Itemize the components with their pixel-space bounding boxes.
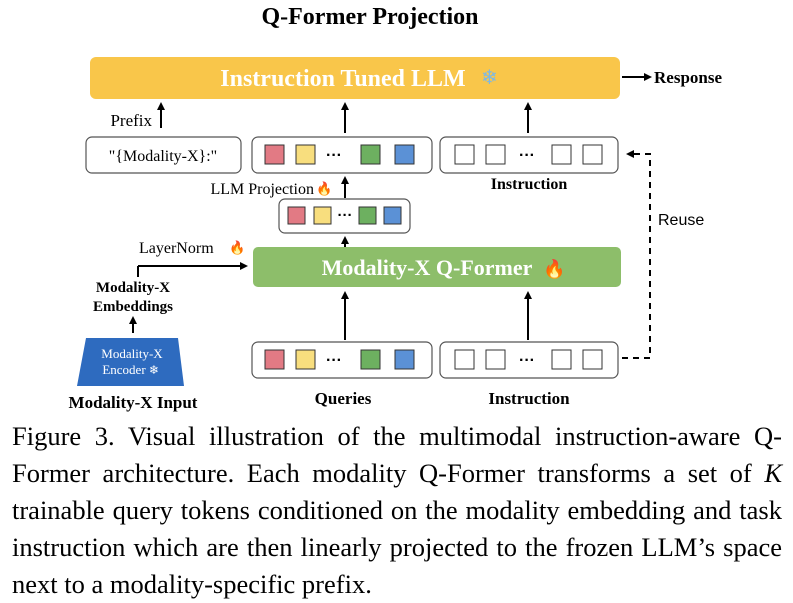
caption-text-start: Figure 3. Visual illustration of the mul…	[12, 421, 782, 488]
qformer-output-token-box	[278, 198, 411, 234]
instruction-label-top: Instruction	[491, 176, 568, 193]
caption-text-end: trainable query tokens conditioned on th…	[12, 495, 782, 599]
prefix-label: Prefix	[110, 111, 152, 130]
token-empty	[551, 144, 572, 165]
fire-icon: 🔥	[543, 258, 565, 280]
reuse-label: Reuse	[658, 212, 704, 229]
embeddings-label-line2: Embeddings	[93, 299, 173, 315]
token-empty	[582, 144, 603, 165]
token-empty	[454, 349, 475, 370]
snowflake-icon: ❄	[481, 65, 498, 89]
token-green	[360, 144, 381, 165]
token-blue	[394, 349, 415, 370]
input-label: Modality-X Input	[69, 393, 198, 412]
token-empty	[551, 349, 572, 370]
token-green	[360, 349, 381, 370]
llm-box	[90, 57, 620, 99]
token-blue	[394, 144, 415, 165]
token-blue	[383, 206, 402, 225]
token-red	[264, 144, 285, 165]
caption-variable: K	[764, 458, 782, 488]
encoder-shape	[77, 338, 184, 386]
diagram-title: Q-Former Projection	[261, 4, 478, 30]
token-empty	[485, 144, 506, 165]
prefix-text: "{Modality-X}:"	[109, 148, 217, 165]
prefix-box	[85, 136, 242, 174]
token-empty	[454, 144, 475, 165]
embeddings-label-line1: Modality-X	[96, 280, 170, 296]
qformer-box	[253, 247, 621, 287]
ellipsis: ···	[519, 352, 535, 369]
ellipsis: ···	[338, 207, 353, 224]
response-label: Response	[654, 68, 722, 87]
fire-icon: 🔥	[316, 181, 332, 197]
token-yellow	[295, 349, 316, 370]
snowflake-icon: ❄	[149, 363, 159, 377]
ellipsis: ···	[326, 147, 342, 164]
reuse-dashed-path	[622, 150, 651, 359]
llm-projection-label: LLM Projection	[210, 181, 314, 198]
token-green	[358, 206, 377, 225]
ellipsis: ···	[519, 147, 535, 164]
qformer-label: Modality-X Q-Former	[322, 255, 533, 280]
token-empty	[485, 349, 506, 370]
token-empty	[582, 349, 603, 370]
layernorm-label: LayerNorm	[139, 240, 214, 257]
llm-label: Instruction Tuned LLM	[220, 66, 465, 92]
ellipsis: ···	[326, 352, 342, 369]
qformer-diagram: Q-Former Projection Instruction Tuned LL…	[69, 4, 723, 412]
encoder-label-line1: Modality-X	[101, 346, 163, 361]
instruction-label-bottom: Instruction	[488, 389, 570, 408]
instruction-token-box-bottom	[439, 341, 619, 379]
queries-label: Queries	[315, 389, 372, 408]
instruction-token-box-top	[439, 136, 619, 174]
token-yellow	[313, 206, 332, 225]
token-yellow	[295, 144, 316, 165]
fire-icon: 🔥	[229, 240, 245, 256]
figure-caption: Figure 3. Visual illustration of the mul…	[12, 418, 782, 603]
token-red	[264, 349, 285, 370]
encoder-label-line2: Encoder	[102, 362, 146, 377]
token-red	[287, 206, 306, 225]
